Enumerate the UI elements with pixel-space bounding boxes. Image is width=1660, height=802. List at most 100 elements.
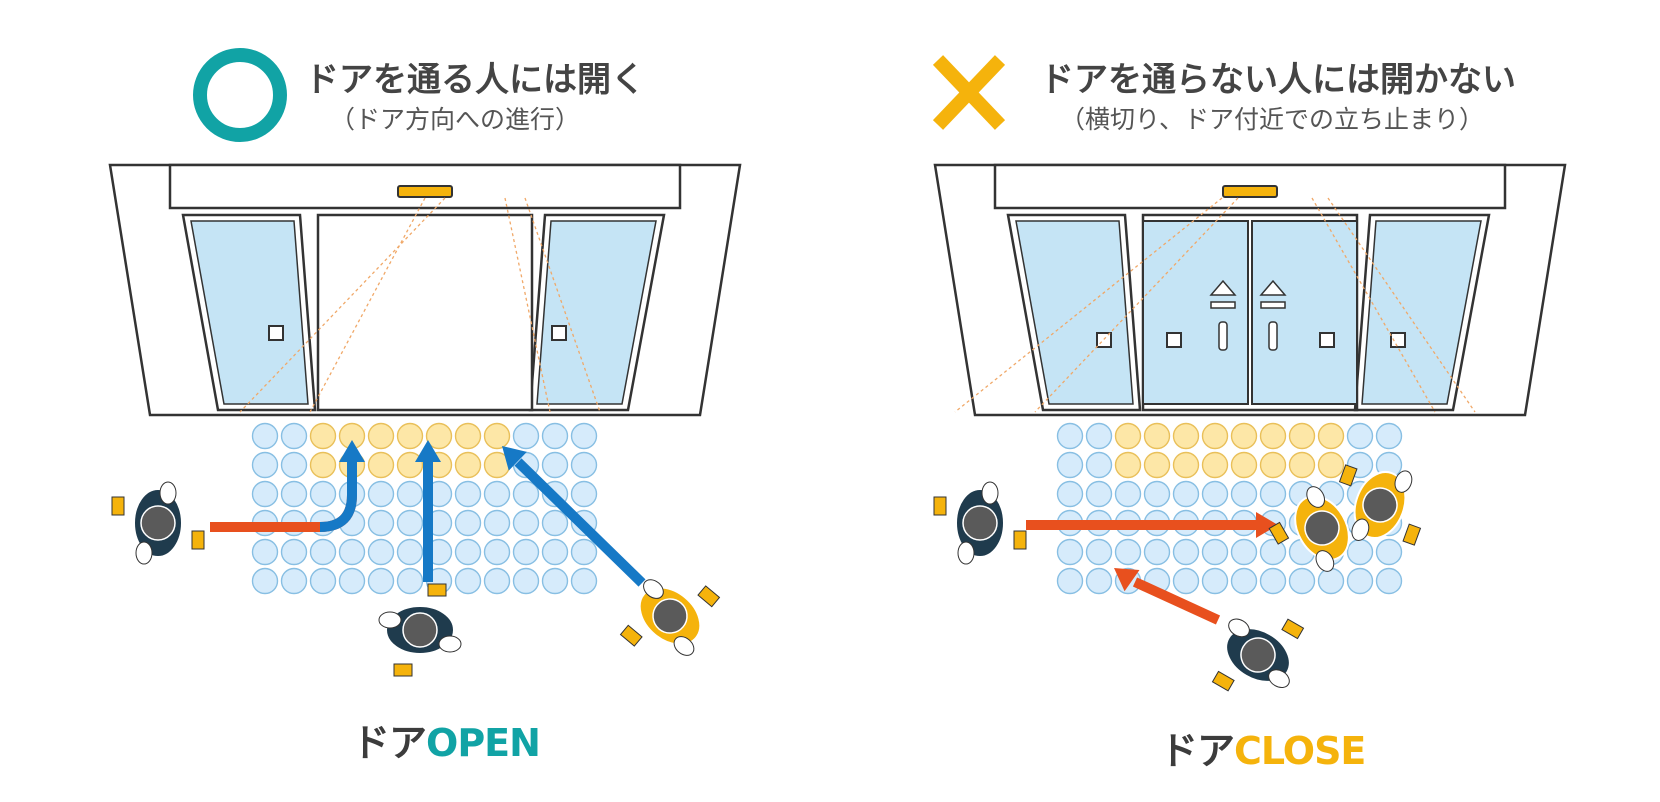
arrow-head (502, 446, 527, 471)
right-fixed-glass (536, 220, 657, 405)
sensor-dot (251, 451, 279, 479)
door-handle (1390, 332, 1406, 348)
active-sensor-dot (1317, 451, 1345, 479)
arrow-head (1114, 568, 1140, 592)
active-sensor-dot (309, 422, 337, 450)
sensor-dot (367, 480, 395, 508)
sensor-dot (367, 509, 395, 537)
shoe (1281, 618, 1305, 640)
sensor-dot (1375, 567, 1403, 595)
person-standing-partner (1338, 464, 1422, 546)
sensor-dot (483, 538, 511, 566)
sensor-dot (541, 422, 569, 450)
sensor-dot (1230, 480, 1258, 508)
hand (1268, 669, 1290, 689)
sensor-dot (1172, 538, 1200, 566)
active-sensor-dot (1172, 451, 1200, 479)
active-sensor-dot (1259, 422, 1287, 450)
left-sliding-leaf (1142, 220, 1249, 405)
close-scene (932, 55, 1567, 692)
sensor-dot (251, 538, 279, 566)
sensor-dot (338, 567, 366, 595)
hand (1306, 486, 1326, 508)
door-sign-bar (1260, 301, 1286, 309)
sensor-dot (1056, 480, 1084, 508)
shoe (427, 583, 447, 597)
sensor-dot (570, 451, 598, 479)
head (1362, 487, 1398, 523)
sensor-dot (1114, 480, 1142, 508)
sensor-dot (570, 538, 598, 566)
sensor-dot (1056, 567, 1084, 595)
active-sensor-dot (1230, 451, 1258, 479)
close-subheading: （横切り、ドア付近での立ち止まり） (1060, 105, 1485, 134)
active-sensor-dot (367, 422, 395, 450)
shoe (1402, 523, 1422, 546)
hand (643, 579, 664, 599)
motion-sensor (397, 185, 453, 198)
hand (378, 611, 402, 629)
sensor-dot (1201, 480, 1229, 508)
pedestrians (933, 464, 1422, 692)
turn-toward-door-path (319, 462, 357, 532)
open-heading: ドアを通る人には開く (305, 60, 645, 100)
active-sensor-dot (1114, 422, 1142, 450)
sensor-dot (570, 480, 598, 508)
walking-paths (1026, 512, 1278, 625)
sensor-dot (1201, 567, 1229, 595)
active-sensor-dot (1288, 451, 1316, 479)
sensor-dot (1056, 451, 1084, 479)
shoe (1338, 464, 1358, 487)
door-opening (316, 213, 534, 412)
sensor-dot (309, 567, 337, 595)
sensor-dot (512, 480, 540, 508)
sensor-dot (1346, 422, 1374, 450)
door-handle (1096, 332, 1112, 348)
door-handle (1319, 332, 1335, 348)
sensor-beam (1311, 197, 1436, 413)
sensor-dot (1172, 480, 1200, 508)
active-sensor-dot (1143, 451, 1171, 479)
hand (438, 635, 462, 653)
door-handle (551, 325, 567, 341)
hand (1394, 470, 1413, 493)
sensor-dot (367, 567, 395, 595)
sensor-dot (454, 509, 482, 537)
sensor-dot (570, 422, 598, 450)
sensor-dot (1346, 538, 1374, 566)
sensor-dot (367, 538, 395, 566)
shoe (1013, 530, 1027, 550)
sensor-dot (512, 422, 540, 450)
sensor-dot (251, 567, 279, 595)
automatic-door-open (108, 163, 742, 417)
diagonal-path (514, 458, 646, 587)
sensor-dot (1085, 538, 1113, 566)
sensor-dot (280, 451, 308, 479)
sensor-dot (454, 567, 482, 595)
sensor-dot (1143, 480, 1171, 508)
open-subheading: （ドア方向への進行） (330, 105, 581, 134)
passing-path (1132, 577, 1221, 625)
door-sign-mark (1209, 279, 1237, 296)
sensor-beam (239, 197, 446, 413)
door-handle (268, 325, 284, 341)
active-sensor-dot (1172, 422, 1200, 450)
active-sensor-dot (1230, 422, 1258, 450)
person-crossing (933, 481, 1027, 565)
shoe (933, 496, 947, 516)
sensor-dot (483, 567, 511, 595)
shoe (393, 663, 413, 677)
sensor-dot (396, 567, 424, 595)
sensor-dot (512, 509, 540, 537)
sensor-dot (1056, 538, 1084, 566)
head (962, 505, 998, 541)
sensor-dot (454, 538, 482, 566)
sensor-dot (541, 509, 569, 537)
ok-circle-icon (193, 48, 287, 142)
walking-paths (210, 440, 646, 587)
shoe (1268, 521, 1290, 545)
sensor-beam (1327, 197, 1476, 413)
sensor-dot (541, 567, 569, 595)
sensor-dot (483, 480, 511, 508)
door-sign-mark (1259, 279, 1287, 296)
